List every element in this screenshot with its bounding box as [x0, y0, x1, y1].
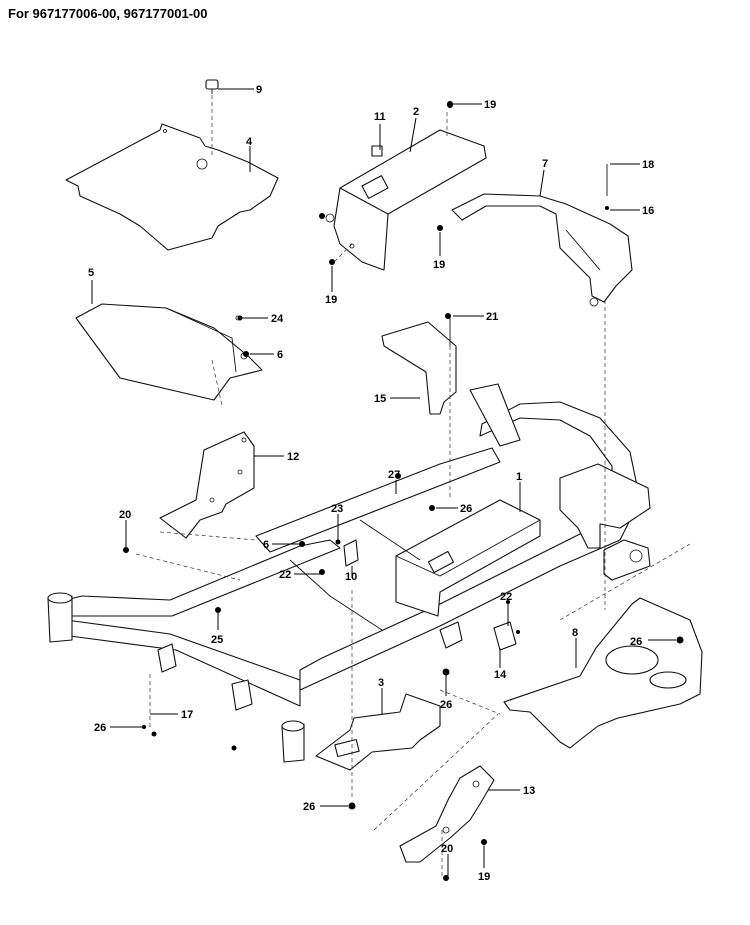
- part-14-bracket: [493, 600, 517, 651]
- callout-1: 1: [516, 471, 522, 483]
- callout-labels: 9 4 11 2 19 7 18 16 19 19 5 24 6 21 15 1…: [88, 84, 654, 883]
- callout-27: 27: [388, 469, 400, 481]
- callout-11: 11: [374, 111, 386, 123]
- callout-8: 8: [572, 627, 578, 639]
- callout-23: 23: [331, 503, 343, 515]
- leader-lines: [91, 88, 676, 876]
- hardware-fasteners: [123, 102, 684, 881]
- callout-20: 20: [441, 843, 453, 855]
- page-title: For 967177006-00, 967177001-00: [8, 6, 208, 21]
- part-15-upright-bracket: [381, 313, 457, 415]
- part-5-front-cowl: [75, 303, 263, 401]
- part-9-knob: [205, 79, 219, 155]
- callout-19: 19: [325, 294, 337, 306]
- callout-17: 17: [181, 709, 193, 721]
- part-12-side-plate: [159, 431, 255, 539]
- callout-26: 26: [440, 699, 452, 711]
- callout-9: 9: [256, 84, 262, 96]
- callout-19: 19: [433, 259, 445, 271]
- callout-6: 6: [263, 539, 269, 551]
- part-10-clip: [343, 539, 359, 567]
- callout-10: 10: [345, 571, 357, 583]
- callout-26: 26: [460, 503, 472, 515]
- callout-12: 12: [287, 451, 299, 463]
- callout-15: 15: [374, 393, 386, 405]
- callout-16: 16: [642, 205, 654, 217]
- callout-4: 4: [246, 136, 253, 148]
- part-8-lower-plate: [503, 597, 703, 749]
- callout-26: 26: [303, 801, 315, 813]
- part-2-seat-bracket: [325, 101, 487, 271]
- callout-2: 2: [413, 106, 419, 118]
- callout-7: 7: [542, 158, 548, 170]
- callout-13: 13: [523, 785, 535, 797]
- part-1-main-frame: [47, 383, 651, 763]
- callout-26: 26: [630, 636, 642, 648]
- callout-22: 22: [279, 569, 291, 581]
- callout-6: 6: [277, 349, 283, 361]
- callout-14: 14: [494, 669, 507, 681]
- callout-21: 21: [486, 311, 498, 323]
- callout-24: 24: [271, 313, 284, 325]
- part-7-handle-bar: [437, 164, 633, 307]
- callout-22: 22: [500, 591, 512, 603]
- callout-19: 19: [478, 871, 490, 883]
- callout-18: 18: [642, 159, 654, 171]
- callout-5: 5: [88, 267, 94, 279]
- part-3-mount-plate: [315, 693, 441, 771]
- callout-20: 20: [119, 509, 131, 521]
- part-4-floor-plate: [65, 123, 279, 251]
- callout-19: 19: [484, 99, 496, 111]
- callout-25: 25: [211, 634, 223, 646]
- callout-3: 3: [378, 677, 384, 689]
- callout-26: 26: [94, 722, 106, 734]
- part-13-side-guard: [399, 765, 495, 863]
